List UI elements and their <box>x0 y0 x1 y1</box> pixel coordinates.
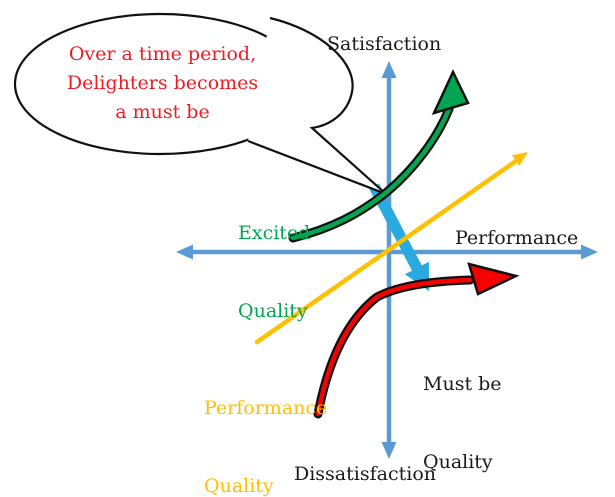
must-be-quality-curve <box>313 262 520 419</box>
callout-text-line1: Over a time period, <box>68 43 257 65</box>
dissatisfaction-axis-label: Dissatisfaction <box>294 463 436 485</box>
must-be-quality-curve-line <box>315 277 473 417</box>
excited-quality-label: Excited Quality <box>238 168 310 376</box>
performance-quality-arrow <box>254 152 528 345</box>
callout-text: Over a time period, Delighters becomes a… <box>30 40 295 127</box>
vertical-axis-bottom-arrowhead-icon <box>381 442 397 459</box>
performance-axis-label: Performance <box>455 227 579 249</box>
excited-quality-curve-line <box>290 106 452 241</box>
performance-quality-label-line2: Quality <box>204 475 274 497</box>
must-be-quality-label: Must be Quality <box>423 319 502 497</box>
performance-quality-label: Performance Quality <box>204 343 327 497</box>
must-be-quality-label-line2: Quality <box>423 451 493 473</box>
excited-quality-label-line2: Quality <box>238 300 308 322</box>
excited-quality-curve <box>288 69 470 243</box>
satisfaction-axis-label: Satisfaction <box>327 33 442 55</box>
callout-bubble-tail <box>247 16 387 196</box>
vertical-axis-top-arrowhead-icon <box>381 61 397 78</box>
excited-quality-arrowhead-icon <box>431 69 470 115</box>
horizontal-axis-left-arrowhead-icon <box>176 244 193 260</box>
horizontal-axis-right-arrowhead-icon <box>581 244 598 260</box>
performance-quality-line <box>254 158 519 345</box>
callout-text-line2: Delighters becomes <box>66 72 259 94</box>
must-be-quality-label-line1: Must be <box>423 373 502 395</box>
excited-quality-curve-outline <box>288 104 454 243</box>
shift-arrow <box>369 183 429 291</box>
callout-text-line3: a must be <box>115 101 210 123</box>
callout-bubble <box>13 12 387 196</box>
performance-quality-arrowhead-icon <box>512 152 528 166</box>
performance-quality-label-line1: Performance <box>204 397 328 419</box>
vertical-axis <box>381 61 397 459</box>
must-be-quality-arrowhead-icon <box>467 262 520 296</box>
excited-quality-label-line1: Excited <box>238 222 311 244</box>
